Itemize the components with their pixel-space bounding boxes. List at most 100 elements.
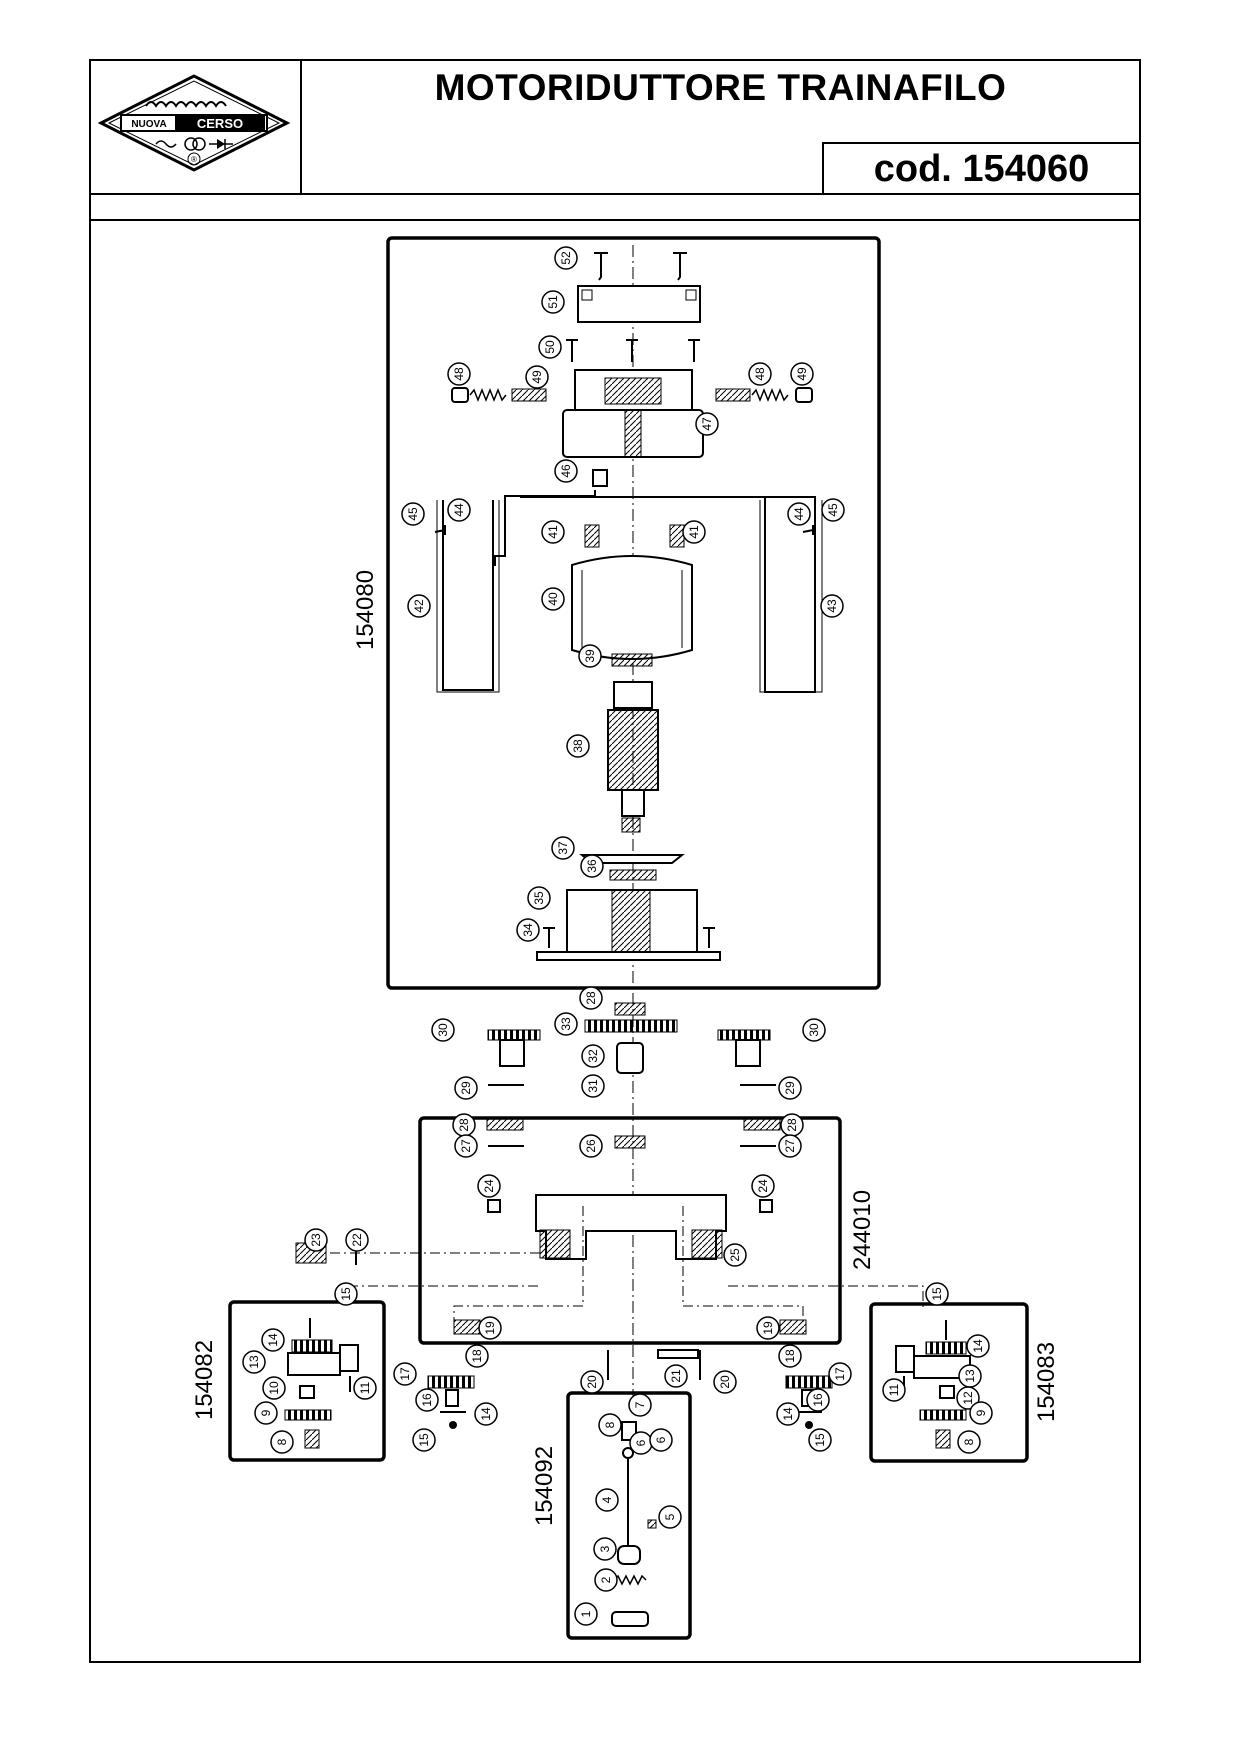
part-number-label: 12	[961, 1391, 975, 1405]
part-callout-11: 11	[353, 1376, 377, 1400]
part-callout-27: 27	[778, 1134, 802, 1158]
part-callout-27: 27	[454, 1134, 478, 1158]
part-callout-44: 44	[787, 502, 811, 526]
part-number-label: 9	[259, 1409, 273, 1416]
part-callout-14: 14	[261, 1328, 285, 1352]
part-number-label: 8	[275, 1438, 289, 1445]
part-number-label: 6	[654, 1436, 668, 1443]
part-number-label: 10	[267, 1381, 281, 1395]
part-callout-21: 21	[664, 1364, 688, 1388]
part-number-label: 26	[584, 1139, 598, 1153]
part-callout-30: 30	[802, 1018, 826, 1042]
group-code-154083: 154083	[1033, 1342, 1060, 1422]
part-callout-8: 8	[957, 1430, 981, 1454]
part-callout-10: 10	[262, 1376, 286, 1400]
assembly-154092	[611, 1421, 657, 1627]
part-callout-14: 14	[474, 1402, 498, 1426]
part-number-label: 36	[585, 859, 599, 873]
header: NUOVA CERSO ® MOTORIDUTTORE TRAINAFILO c…	[91, 61, 1139, 195]
part-number-label: 18	[470, 1349, 484, 1363]
part-number-label: 24	[756, 1179, 770, 1193]
part-callout-4: 4	[595, 1488, 619, 1512]
part-number-label: 29	[459, 1081, 473, 1095]
part-callout-50: 50	[538, 335, 562, 359]
part-number-label: 3	[598, 1545, 612, 1552]
part-number-label: 27	[783, 1139, 797, 1153]
part-number-label: 31	[586, 1079, 600, 1093]
part-number-label: 4	[600, 1496, 614, 1503]
part-callout-12: 12	[956, 1386, 980, 1410]
part-number-label: 17	[833, 1367, 847, 1381]
part-number-label: 15	[417, 1433, 431, 1447]
part-callout-43: 43	[820, 594, 844, 618]
part-callout-49: 49	[525, 365, 549, 389]
part-number-label: 14	[266, 1333, 280, 1347]
part-callout-8: 8	[270, 1430, 294, 1454]
part-number-label: 20	[718, 1375, 732, 1389]
part-number-label: 19	[483, 1321, 497, 1335]
group-box-154082	[228, 1300, 386, 1462]
part-number-label: 32	[586, 1049, 600, 1063]
part-callout-5: 5	[658, 1505, 682, 1529]
part-number-label: 2	[599, 1576, 613, 1583]
part-callout-17: 17	[828, 1362, 852, 1386]
part-callout-18: 18	[465, 1344, 489, 1368]
part-number-label: 20	[585, 1375, 599, 1389]
part-number-label: 23	[309, 1233, 323, 1247]
part-callout-28: 28	[780, 1113, 804, 1137]
part-callout-19: 19	[756, 1316, 780, 1340]
part-callout-13: 13	[958, 1364, 982, 1388]
part-number-label: 28	[785, 1118, 799, 1132]
part-number-label: 50	[543, 340, 557, 354]
part-callout-1: 1	[574, 1602, 598, 1626]
group-box-154083	[869, 1302, 1029, 1463]
part-number-label: 16	[420, 1393, 434, 1407]
part-callout-28: 28	[452, 1113, 476, 1137]
part-number-label: 27	[459, 1139, 473, 1153]
part-number-label: 17	[398, 1367, 412, 1381]
part-callout-45: 45	[401, 502, 425, 526]
page-title: MOTORIDUTTORE TRAINAFILO	[434, 67, 1007, 108]
part-callout-14: 14	[966, 1334, 990, 1358]
part-number-label: 11	[887, 1383, 901, 1396]
part-number-label: 18	[783, 1349, 797, 1363]
part-number-label: 28	[457, 1118, 471, 1132]
part-number-label: 41	[687, 525, 701, 539]
part-number-label: 15	[339, 1287, 353, 1301]
part-number-label: 38	[571, 739, 585, 753]
part-number-label: 34	[521, 923, 535, 937]
part-number-label: 41	[546, 525, 560, 539]
part-number-label: 39	[583, 649, 597, 663]
part-callout-22: 22	[345, 1228, 369, 1252]
part-callout-14: 14	[776, 1402, 800, 1426]
group-code-154082: 154082	[191, 1340, 218, 1420]
part-number-label: 44	[452, 503, 466, 517]
part-callout-6: 6	[629, 1431, 653, 1455]
part-number-label: 6	[634, 1439, 648, 1446]
part-callout-24: 24	[477, 1174, 501, 1198]
part-number-label: 25	[728, 1248, 742, 1262]
part-callout-19: 19	[478, 1316, 502, 1340]
group-code-154092: 154092	[531, 1446, 558, 1526]
part-callout-3: 3	[593, 1537, 617, 1561]
part-callout-51: 51	[541, 290, 565, 314]
part-callout-45: 45	[821, 498, 845, 522]
part-number-label: 49	[795, 367, 809, 381]
part-number-label: 7	[633, 1401, 647, 1408]
part-number-label: 8	[603, 1421, 617, 1428]
part-callout-41: 41	[541, 520, 565, 544]
part-number-label: 47	[700, 417, 714, 431]
part-number-label: 44	[792, 507, 806, 521]
part-number-label: 29	[783, 1081, 797, 1095]
part-number-label: 13	[963, 1369, 977, 1383]
part-callout-15: 15	[925, 1282, 949, 1306]
part-callout-11: 11	[882, 1378, 906, 1402]
part-number-label: 35	[532, 891, 546, 905]
group-box-154092	[566, 1391, 692, 1640]
part-callout-36: 36	[580, 854, 604, 878]
part-callout-40: 40	[541, 587, 565, 611]
part-callout-23: 23	[304, 1228, 328, 1252]
part-number-label: 40	[546, 592, 560, 606]
assembly-154083	[895, 1320, 971, 1449]
part-number-label: 30	[436, 1023, 450, 1037]
